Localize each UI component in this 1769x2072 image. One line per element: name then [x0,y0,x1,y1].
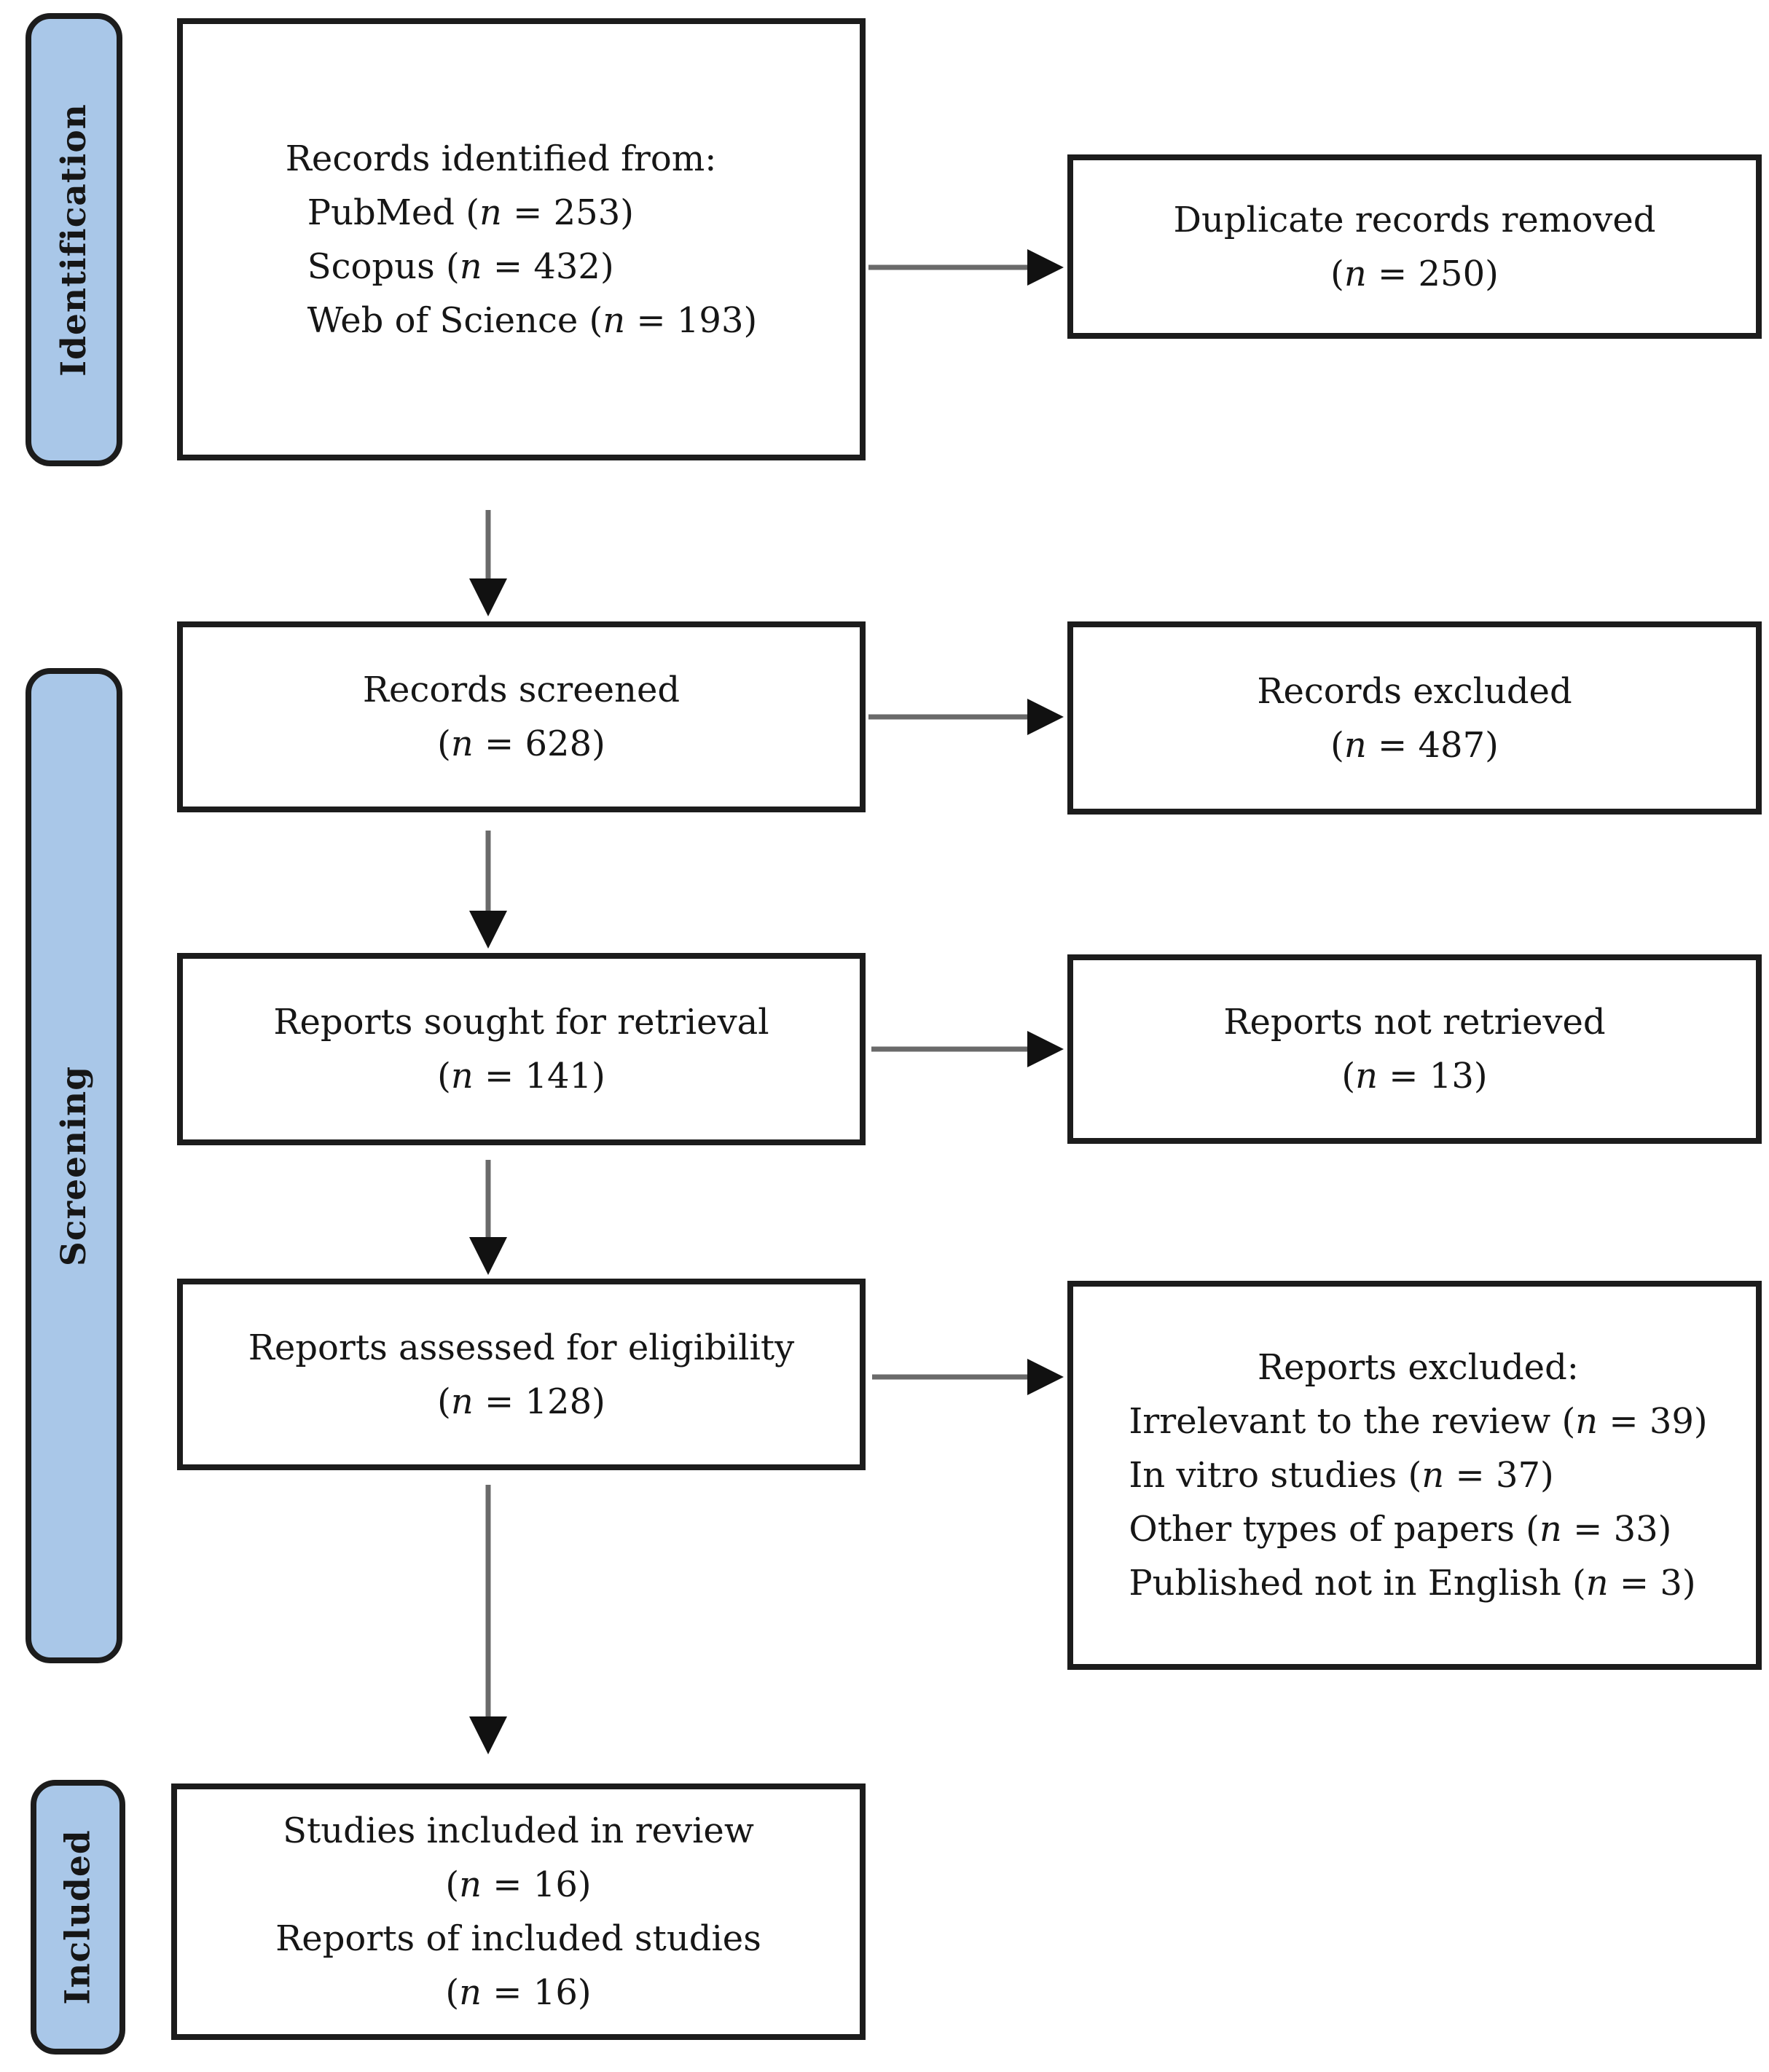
box-studies-included: Studies included in review (n = 16) Repo… [171,1783,866,2040]
box-line: (n = 128) [437,1381,605,1422]
box-line: PubMed (n = 253) [307,192,634,233]
stage-label: Identification [54,103,94,377]
box-line: In vitro studies (n = 37) [1129,1455,1554,1496]
box-reports-not-retrieved: Reports not retrieved (n = 13) [1067,954,1762,1144]
arrow-right-assessed-to-reports-excluded [872,1359,1064,1395]
arrow-down-identified-to-screened [469,510,507,616]
box-text: Records screened (n = 628) [363,663,680,771]
box-line: (n = 250) [1330,253,1499,294]
box-text: Studies included in review (n = 16) Repo… [275,1804,761,2020]
box-line: Records excluded [1257,670,1572,712]
box-text: Reports not retrieved (n = 13) [1223,995,1605,1103]
arrow-right-screened-to-excluded [868,699,1064,735]
box-reports-assessed: Reports assessed for eligibility (n = 12… [177,1279,866,1470]
box-line: Reports assessed for eligibility [248,1327,795,1368]
box-text: Reports excluded: Irrelevant to the revi… [1121,1341,1707,1610]
box-text: Reports assessed for eligibility (n = 12… [248,1321,794,1429]
box-line: Reports sought for retrieval [273,1002,769,1043]
box-line: Duplicate records removed [1173,199,1656,240]
box-reports-sought: Reports sought for retrieval (n = 141) [177,953,866,1145]
stage-included: Included [31,1780,125,2055]
box-records-screened: Records screened (n = 628) [177,621,866,812]
box-line: Reports not retrieved [1223,1002,1606,1043]
arrow-down-assessed-to-included [469,1485,507,1754]
box-line: (n = 628) [437,723,605,764]
box-records-identified: Records identified from: PubMed (n = 253… [177,18,866,460]
box-line: Irrelevant to the review (n = 39) [1129,1401,1708,1442]
arrow-right-sought-to-not-retrieved [871,1031,1064,1067]
arrow-down-screened-to-sought [469,831,507,949]
box-line: Reports of included studies [275,1918,761,1959]
box-records-excluded: Records excluded (n = 487) [1067,621,1762,815]
box-reports-excluded: Reports excluded: Irrelevant to the revi… [1067,1281,1762,1670]
box-text: Duplicate records removed (n = 250) [1174,193,1656,301]
box-line: Scopus (n = 432) [307,246,614,287]
box-line: Records screened [362,670,680,710]
box-line: (n = 16) [445,1864,592,1905]
box-line: Published not in English (n = 3) [1129,1563,1696,1604]
box-line: (n = 141) [437,1056,605,1096]
stage-screening: Screening [26,668,122,1663]
box-line: Reports excluded: [1258,1347,1579,1388]
box-text: Records excluded (n = 487) [1257,664,1572,772]
box-line: (n = 16) [445,1972,592,2013]
box-text: Reports sought for retrieval (n = 141) [273,995,769,1103]
box-line: Records identified from: [285,138,717,179]
stage-identification: Identification [26,13,122,466]
box-line: Studies included in review [283,1810,754,1851]
box-line: (n = 13) [1341,1056,1488,1096]
box-line: (n = 487) [1330,724,1499,766]
box-duplicates-removed: Duplicate records removed (n = 250) [1067,154,1762,339]
arrow-down-sought-to-assessed [469,1160,507,1275]
box-line: Other types of papers (n = 33) [1129,1509,1672,1550]
stage-label: Screening [54,1065,95,1266]
box-text: Records identified from: PubMed (n = 253… [286,132,757,348]
arrow-right-identified-to-duplicates [868,249,1064,286]
box-line: Web of Science (n = 193) [307,299,758,341]
stage-label: Included [58,1829,98,2005]
